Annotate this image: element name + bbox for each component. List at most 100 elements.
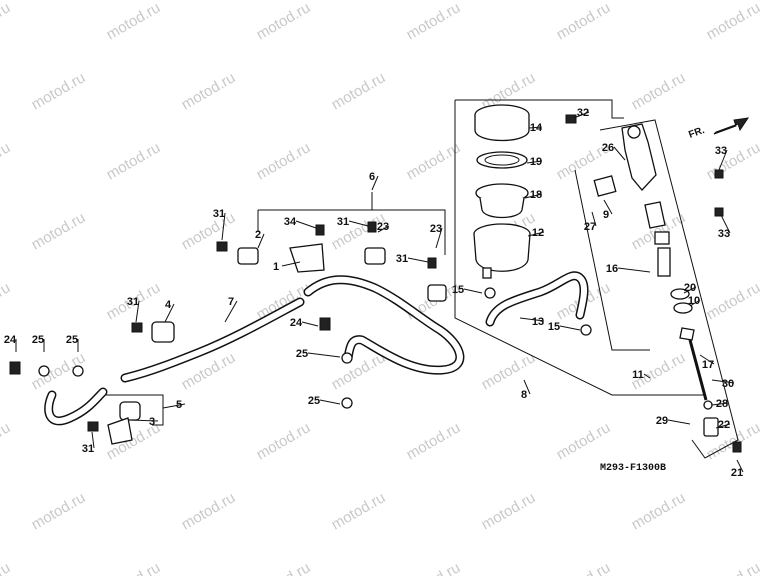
- callout-number: 3: [149, 416, 155, 428]
- callout-number: 1: [273, 261, 279, 273]
- callout-number: 34: [284, 216, 297, 228]
- callout-number: 16: [606, 263, 618, 275]
- callout-leader: [221, 212, 226, 241]
- callout-number: 17: [702, 359, 714, 371]
- callout-leader: [164, 303, 175, 323]
- callout-leader: [718, 149, 728, 171]
- callout-number: 30: [722, 378, 734, 390]
- hose-upper: [303, 275, 465, 375]
- diaphragm: [475, 183, 529, 219]
- watermark-text: motod.ru: [704, 139, 764, 183]
- callout-number: 25: [32, 334, 44, 346]
- callout-leader: [711, 402, 729, 406]
- watermark-text: motod.ru: [0, 419, 13, 463]
- callout-number: 4: [165, 299, 172, 311]
- callout-number: 29: [656, 415, 668, 427]
- callout-number: 31: [82, 443, 94, 455]
- callout-leader: [407, 257, 429, 263]
- callout-number: 25: [308, 395, 320, 407]
- watermark-text: motod.ru: [554, 0, 614, 43]
- group-box-master-cylinder: [454, 99, 739, 459]
- watermark-text: motod.ru: [104, 0, 164, 43]
- callout-leader: [463, 288, 483, 294]
- watermark-text: motod.ru: [179, 489, 239, 533]
- callout-number: 11: [632, 369, 644, 381]
- clamps: [107, 243, 447, 445]
- watermark-text: motod.ru: [179, 69, 239, 113]
- fr-label: FR.: [687, 125, 706, 141]
- callout-number: 26: [602, 142, 614, 154]
- callout-leader: [435, 227, 443, 249]
- watermark-text: motod.ru: [404, 419, 464, 463]
- diaphragm-plate: [476, 151, 528, 169]
- callout-leader: [524, 193, 543, 199]
- push-rod: [688, 339, 719, 437]
- callout-number: 20: [684, 282, 696, 294]
- watermark-text: motod.ru: [29, 489, 89, 533]
- callout-leader: [683, 286, 697, 294]
- watermark-text: motod.ru: [329, 489, 389, 533]
- watermark-text: motod.ru: [404, 559, 464, 576]
- callout-leader: [162, 403, 186, 409]
- callout-leader: [371, 175, 379, 191]
- group-box-5: [103, 394, 164, 426]
- watermark-text: motod.ru: [404, 0, 464, 43]
- bolts: [9, 114, 742, 453]
- callout-leader: [667, 419, 691, 425]
- callout-number: 22: [718, 419, 730, 431]
- callout-leader: [526, 160, 543, 164]
- callout-leader: [224, 300, 238, 323]
- callout-leader: [519, 317, 545, 322]
- callout-number: 9: [603, 209, 609, 221]
- watermark-text: motod.ru: [254, 419, 314, 463]
- watermark-text: motod.ru: [554, 559, 614, 576]
- callout-leader: [129, 419, 159, 422]
- callout-number: 5: [176, 399, 182, 411]
- callout-leader: [135, 300, 140, 323]
- callout-number: 31: [127, 296, 139, 308]
- callout-number: 31: [337, 216, 349, 228]
- callout-number: 2: [255, 229, 261, 241]
- callout-number: 19: [530, 156, 542, 168]
- callout-leader: [295, 220, 317, 229]
- watermark-text: motod.ru: [29, 69, 89, 113]
- callout-number: 23: [430, 223, 442, 235]
- watermark-text: motod.ru: [704, 0, 764, 43]
- piston-kit: [644, 201, 695, 341]
- callout-number: 15: [452, 284, 464, 296]
- watermark-text: motod.ru: [0, 559, 13, 576]
- watermark-text: motod.ru: [479, 489, 539, 533]
- reservoir-body: [473, 223, 531, 279]
- callout-number: 10: [688, 295, 700, 307]
- callout-number: 14: [530, 122, 543, 134]
- callout-leader: [689, 299, 701, 307]
- reservoir-cap: [474, 104, 530, 142]
- diagram-code: M293-F1300B: [600, 463, 666, 474]
- callout-number: 31: [396, 253, 408, 265]
- watermark-text: motod.ru: [629, 489, 689, 533]
- callout-number: 24: [290, 317, 303, 329]
- callout-leader: [527, 231, 545, 237]
- group-box-6: [257, 192, 446, 255]
- callout-leader: [613, 146, 626, 161]
- watermark-text: motod.ru: [29, 209, 89, 253]
- callout-number: 12: [532, 227, 544, 239]
- callout-number: 8: [521, 389, 527, 401]
- callout-number: 6: [369, 171, 375, 183]
- callout-number: 32: [577, 107, 589, 119]
- callout-leader: [528, 126, 543, 129]
- watermark-text: motod.ru: [329, 349, 389, 393]
- callout-number: 27: [584, 221, 596, 233]
- callout-number: 28: [716, 398, 728, 410]
- watermark-text: motod.ru: [0, 279, 13, 323]
- callout-leader: [319, 399, 341, 405]
- callout-number: 23: [377, 221, 389, 233]
- watermark-text: motod.ru: [329, 69, 389, 113]
- watermark-text: motod.ru: [704, 279, 764, 323]
- callout-leader: [720, 214, 731, 234]
- callout-leader: [523, 379, 531, 395]
- callout-leader: [617, 267, 651, 273]
- callout-number: 31: [213, 208, 225, 220]
